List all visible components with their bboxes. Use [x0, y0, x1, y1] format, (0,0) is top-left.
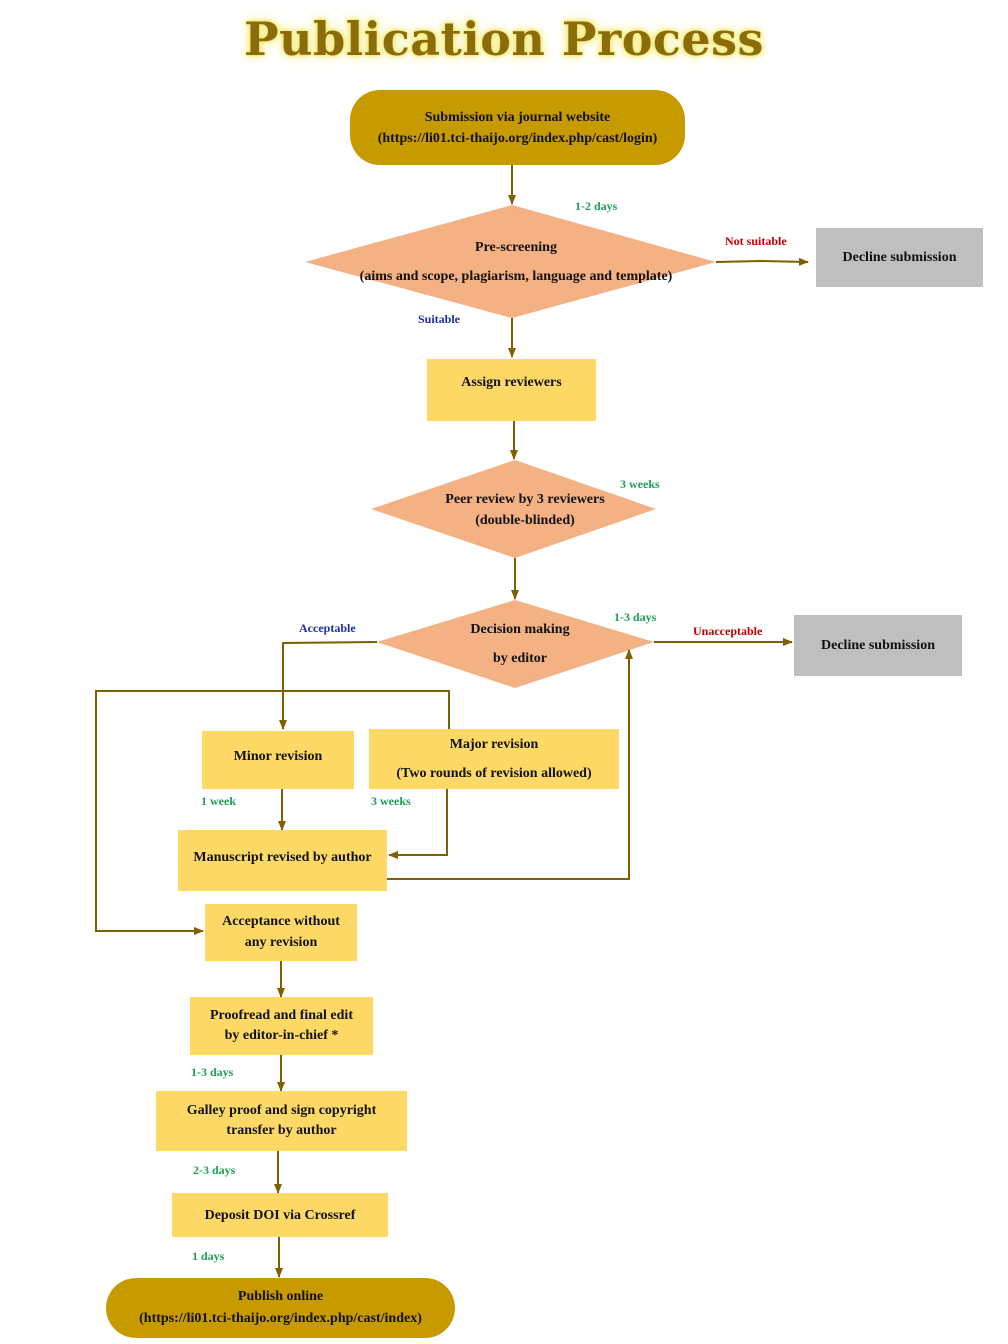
label-1-3-days-proof: 1-3 days [191, 1065, 234, 1079]
submission-line1: Submission via journal website [424, 109, 611, 125]
prescreening-line1: Pre-screening [475, 239, 557, 255]
decision-node: Decision making by editor [430, 614, 610, 674]
publish-online-node: Publish online (https://li01.tci-thaijo.… [106, 1278, 455, 1338]
decision-line2: by editor [492, 651, 548, 666]
minor-revision-label: Minor revision [233, 748, 323, 764]
acceptance-line1: Acceptance without [222, 914, 340, 930]
proofread-line1: Proofread and final edit [210, 1008, 353, 1024]
galley-proof-node: Galley proof and sign copyright transfer… [156, 1091, 407, 1151]
proofread-line2: by editor-in-chief * [224, 1028, 339, 1043]
manuscript-revised-node: Manuscript revised by author [178, 830, 387, 891]
label-unacceptable: Unacceptable [693, 624, 763, 638]
submission-node: Submission via journal website (https://… [350, 90, 685, 165]
deposit-doi-node: Deposit DOI via Crossref [172, 1193, 388, 1237]
decline-submission-label-2: Decline submission [821, 638, 935, 653]
peer-review-diamond [371, 460, 656, 558]
galley-proof-line1: Galley proof and sign copyright [186, 1103, 377, 1119]
prescreening-node: Pre-screening (aims and scope, plagiaris… [330, 218, 702, 306]
arrow-major-to-revised [388, 789, 448, 859]
galley-proof-line2: transfer by author [226, 1123, 337, 1138]
minor-revision-node: Minor revision [202, 731, 354, 789]
decision-line1: Decision making [470, 621, 570, 637]
decline-submission-label-1: Decline submission [842, 250, 957, 265]
peer-review-node: Peer review by 3 reviewers (double-blind… [415, 485, 635, 535]
deposit-doi-label: Deposit DOI via Crossref [204, 1207, 356, 1223]
decline-submission-node-2: Decline submission [794, 615, 962, 676]
peer-review-line1: Peer review by 3 reviewers [445, 492, 605, 507]
assign-reviewers-label: Assign reviewers [461, 374, 562, 390]
prescreening-line2: (aims and scope, plagiarism, language an… [359, 269, 673, 284]
manuscript-revised-label: Manuscript revised by author [193, 850, 372, 865]
label-3-weeks-review: 3 weeks [620, 477, 660, 491]
publish-online-line1: Publish online [237, 1288, 324, 1304]
label-not-suitable: Not suitable [725, 234, 787, 248]
label-2-3-days: 2-3 days [193, 1163, 236, 1177]
decision-diamond [377, 600, 654, 688]
publish-online-line2: (https://li01.tci-thaijo.org/index.php/c… [139, 1311, 422, 1326]
decline-submission-node-1: Decline submission [816, 228, 983, 287]
page-title: Publication Process [244, 12, 764, 66]
acceptance-line2: any revision [244, 934, 318, 950]
peer-review-line2: (double-blinded) [475, 513, 575, 528]
major-revision-line2: (Two rounds of revision allowed) [396, 766, 592, 781]
prescreening-diamond [305, 205, 716, 318]
submission-line2: (https://li01.tci-thaijo.org/index.php/c… [377, 130, 658, 146]
major-revision-line1: Major revision [449, 736, 539, 752]
arrow-revised-back-to-decision [387, 649, 633, 880]
arrow-prescreening-to-decline [715, 257, 809, 266]
label-1-days: 1 days [192, 1249, 225, 1263]
label-acceptable: Acceptable [299, 621, 356, 635]
arrow-decision-to-major-and-acceptance [95, 690, 450, 935]
label-1-3-days-decision: 1-3 days [614, 610, 657, 624]
label-1-week: 1 week [201, 794, 236, 808]
label-1-2-days: 1-2 days [575, 199, 618, 213]
assign-reviewers-node: Assign reviewers [427, 359, 596, 421]
major-revision-node: Major revision (Two rounds of revision a… [369, 729, 619, 789]
arrow-decision-to-minor [279, 641, 378, 730]
label-suitable: Suitable [418, 312, 461, 326]
label-3-weeks-major: 3 weeks [371, 794, 411, 808]
acceptance-node: Acceptance without any revision [205, 904, 357, 961]
proofread-node: Proofread and final edit by editor-in-ch… [190, 997, 373, 1055]
